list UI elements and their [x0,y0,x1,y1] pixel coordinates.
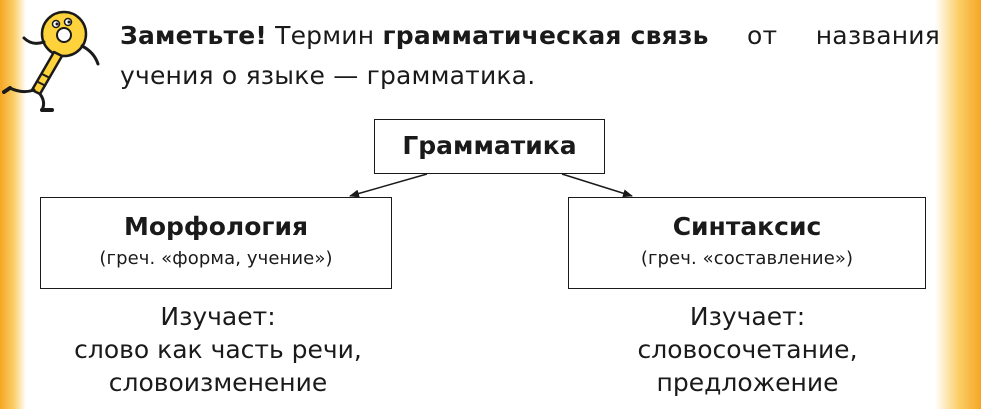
left-edge-gradient [0,0,26,409]
note-lead: Заметьте! [120,21,267,50]
running-key-mascot-icon [2,10,100,112]
syntax-studies-label: Изучает: [689,302,806,331]
note-paragraph: Заметьте! Термин грамматическая связь от… [120,16,940,96]
morphology-studies-label: Изучает: [160,302,276,331]
morphology-subtitle: (греч. «форма, учение») [99,248,333,269]
note-line-1: Заметьте! Термин грамматическая связь от… [120,16,940,56]
syntax-title: Синтаксис [672,212,822,241]
syntax-studies-line: предложение [656,368,839,397]
grammar-label: Грамматика [402,131,577,160]
syntax-studies-line: словосочетание, [637,335,858,364]
syntax-description: Изучает: словосочетание, предложение [555,300,940,399]
morphology-studies-line: слово как часть речи, [74,335,362,364]
morphology-title: Морфология [123,212,309,241]
morphology-studies-line: словоизменение [108,368,328,397]
arrow-to-morphology [349,173,428,198]
note-start: Заметьте! Термин грамматическая связь [120,16,709,56]
note-term: грамматическая связь [382,21,709,50]
arrow-to-syntax [561,173,633,198]
syntax-box: Синтаксис (греч. «составление») [568,197,926,289]
morphology-box: Морфология (греч. «форма, учение») [40,197,392,289]
right-edge-gradient [935,0,981,409]
note-text2: от [747,21,778,50]
note-line-2: учения о языке — грамматика. [120,61,536,90]
syntax-subtitle: (греч. «составление») [640,248,854,269]
grammar-box: Грамматика [374,119,605,174]
morphology-description: Изучает: слово как часть речи, словоизме… [18,300,418,399]
note-text1: Термин [275,21,375,50]
note-text3: названия [815,21,940,50]
